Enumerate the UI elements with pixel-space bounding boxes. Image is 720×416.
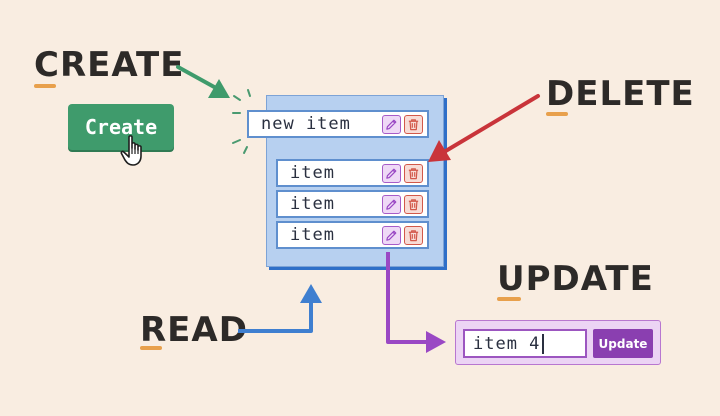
pencil-icon <box>386 199 397 210</box>
list-item: item <box>276 159 429 187</box>
trash-icon <box>408 229 419 241</box>
text-caret <box>542 333 545 354</box>
list-item-label: item <box>290 225 335 245</box>
pencil-icon <box>386 230 397 241</box>
read-arrow <box>238 284 322 333</box>
list-item: item <box>276 221 429 249</box>
trash-icon <box>408 118 419 130</box>
read-label-underline <box>140 346 162 350</box>
update-arrow <box>386 252 446 353</box>
list-item-label: item <box>290 194 335 214</box>
trash-icon <box>408 167 419 179</box>
delete-label-underline <box>546 112 568 116</box>
pencil-icon <box>386 168 397 179</box>
update-label: UPDATE <box>497 259 654 299</box>
list-item-label: item <box>290 163 335 183</box>
trash-icon <box>408 198 419 210</box>
update-label-underline <box>497 297 521 301</box>
edit-button[interactable] <box>382 163 401 183</box>
new-item-row: new item <box>247 110 429 138</box>
edit-button[interactable] <box>382 114 401 134</box>
create-label-underline <box>34 84 56 88</box>
update-input[interactable]: item 4 <box>463 329 587 358</box>
update-button[interactable]: Update <box>593 329 653 358</box>
delete-label: DELETE <box>546 74 695 114</box>
edit-button[interactable] <box>382 194 401 214</box>
create-button[interactable]: Create <box>68 104 174 150</box>
create-arrow <box>176 65 230 98</box>
hand-pointer-icon <box>120 135 142 166</box>
update-input-value: item 4 <box>473 333 541 354</box>
edit-button[interactable] <box>382 225 401 245</box>
delete-button[interactable] <box>404 194 423 214</box>
pencil-icon <box>386 119 397 130</box>
delete-button[interactable] <box>404 163 423 183</box>
new-item-label: new item <box>261 114 351 134</box>
delete-button[interactable] <box>404 114 423 134</box>
create-label: CREATE <box>34 45 185 85</box>
delete-button[interactable] <box>404 225 423 245</box>
delete-arrow <box>428 94 540 162</box>
list-item: item <box>276 190 429 218</box>
read-label: READ <box>140 310 248 350</box>
